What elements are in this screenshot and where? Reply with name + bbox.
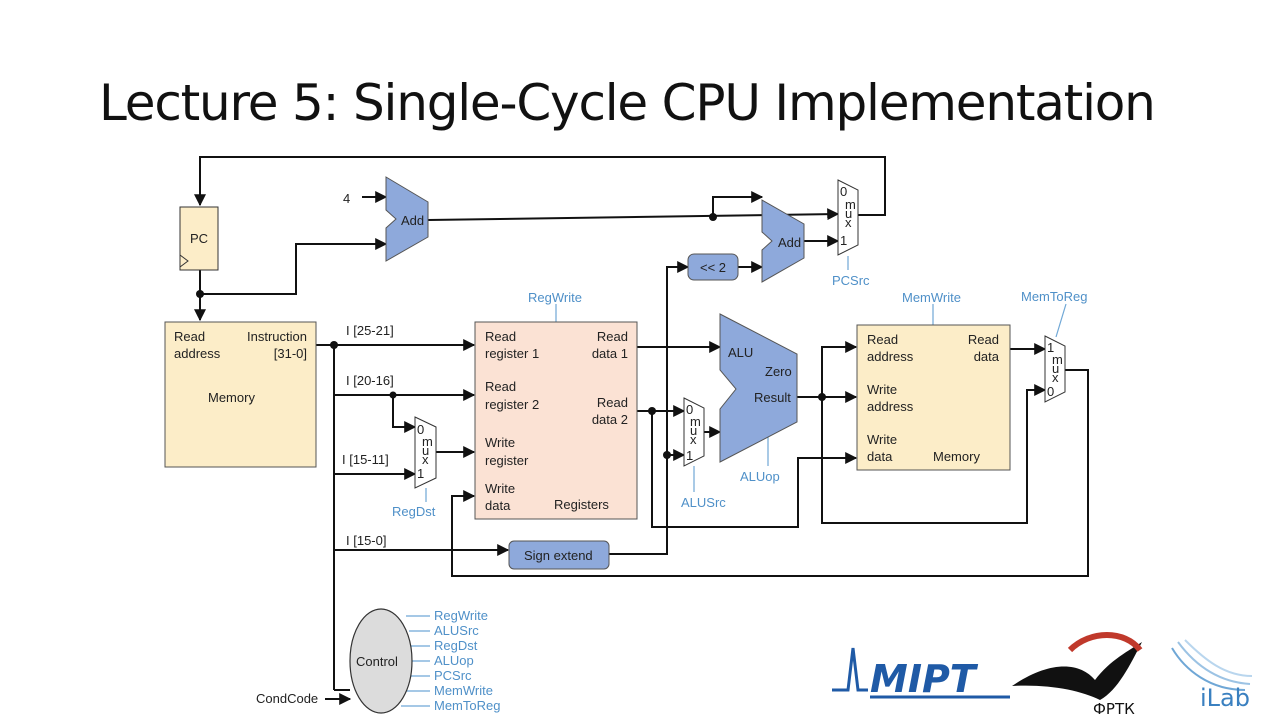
control-output-aluop: ALUop [434,653,474,668]
svg-text:address: address [867,349,914,364]
instruction-memory [164,321,317,468]
memtoreg-mux: 1 m u x 0 [1044,335,1066,403]
imem-name: Memory [208,390,255,405]
data-memory [856,324,1011,471]
svg-text:0: 0 [686,402,693,417]
svg-text:x: x [422,452,429,467]
wires [194,156,1089,705]
svg-text:Read: Read [485,379,516,394]
svg-text:x: x [845,215,852,230]
imem-bits-label: [31-0] [274,346,307,361]
control-output-pcsrc: PCSrc [434,668,472,683]
svg-text:m: m [422,434,433,449]
imem-address-label: address [174,346,221,361]
alusrc-mux: 0 m u x 1 [683,397,705,467]
svg-text:iLab: iLab [1200,684,1250,712]
control-signal-lines [401,256,1067,707]
frtk-logo: ФРТК [1012,632,1143,718]
shift-left-unit [687,253,739,281]
svg-text:u: u [690,423,697,438]
svg-text:MIPT: MIPT [870,657,979,701]
svg-text:x: x [690,432,697,447]
alu-label: ALU [728,345,753,360]
pc-label: PC [190,231,208,246]
constant-four: 4 [343,191,350,206]
svg-text:Write: Write [867,382,897,397]
svg-text:Read: Read [485,329,516,344]
pc-adder [385,176,429,262]
svg-text:1: 1 [1047,340,1054,355]
svg-text:Write: Write [485,481,515,496]
branch-adder [761,199,805,283]
regdst-signal: RegDst [392,504,436,519]
field-rd-label: I [15-11] [342,452,389,467]
svg-text:data 2: data 2 [592,412,628,427]
alu-result-label: Result [754,390,791,405]
svg-text:register: register [485,453,529,468]
sign-extend-unit [508,540,610,570]
svg-text:0: 0 [1047,384,1054,399]
field-rt-label: I [20-16] [346,373,394,388]
condcode-label: CondCode [256,691,318,706]
control-label: Control [356,654,398,669]
svg-text:0: 0 [417,422,424,437]
slide-title: Lecture 5: Single-Cycle CPU Implementati… [99,74,1156,132]
svg-text:m: m [845,197,856,212]
data-memory-name: Memory [933,449,980,464]
imem-read-label: Read [174,329,205,344]
sign-extend-label: Sign extend [524,548,593,563]
svg-text:Read: Read [968,332,999,347]
svg-text:1: 1 [840,233,847,248]
svg-text:data: data [867,449,893,464]
svg-text:1: 1 [417,466,424,481]
svg-text:m: m [690,414,701,429]
register-file [474,321,638,520]
alu-zero-label: Zero [765,364,792,379]
svg-text:u: u [1052,361,1059,376]
control-output-alusrc: ALUSrc [434,623,479,638]
pc-adder-label: Add [401,213,424,228]
svg-text:data 1: data 1 [592,346,628,361]
regdst-mux: 0 m u x 1 [414,416,437,489]
memtoreg-signal: MemToReg [1021,289,1087,304]
control-output-memwrite: MemWrite [434,683,493,698]
svg-text:address: address [867,399,914,414]
svg-text:Read: Read [597,395,628,410]
alu [719,313,798,463]
control-output-regwrite: RegWrite [434,608,488,623]
svg-text:x: x [1052,370,1059,385]
register-file-name: Registers [554,497,609,512]
regwrite-signal: RegWrite [528,290,582,305]
branch-adder-label: Add [778,235,801,250]
memwrite-signal: MemWrite [902,290,961,305]
aluop-signal: ALUop [740,469,780,484]
svg-text:u: u [845,206,852,221]
pcsrc-mux: 0 m u x 1 [837,179,859,256]
control-output-memtoreg: MemToReg [434,698,500,713]
svg-text:register 1: register 1 [485,346,539,361]
field-imm-label: I [15-0] [346,533,386,548]
svg-text:Read: Read [597,329,628,344]
control-output-regdst: RegDst [434,638,478,653]
ilab-logo: iLab [1171,639,1253,712]
svg-text:data: data [974,349,1000,364]
control-unit [349,608,413,714]
alusrc-signal: ALUSrc [681,495,726,510]
svg-text:0: 0 [840,184,847,199]
svg-text:Read: Read [867,332,898,347]
shift-left-label: << 2 [700,260,726,275]
svg-text:m: m [1052,352,1063,367]
svg-text:Write: Write [485,435,515,450]
svg-text:data: data [485,498,511,513]
pcsrc-signal: PCSrc [832,273,870,288]
svg-text:1: 1 [686,448,693,463]
field-rs-label: I [25-21] [346,323,394,338]
svg-text:ФРТК: ФРТК [1093,700,1135,718]
imem-instruction-label: Instruction [247,329,307,344]
svg-text:u: u [422,443,429,458]
svg-text:Write: Write [867,432,897,447]
svg-text:register 2: register 2 [485,397,539,412]
mipt-logo: MIPT [832,647,1010,701]
